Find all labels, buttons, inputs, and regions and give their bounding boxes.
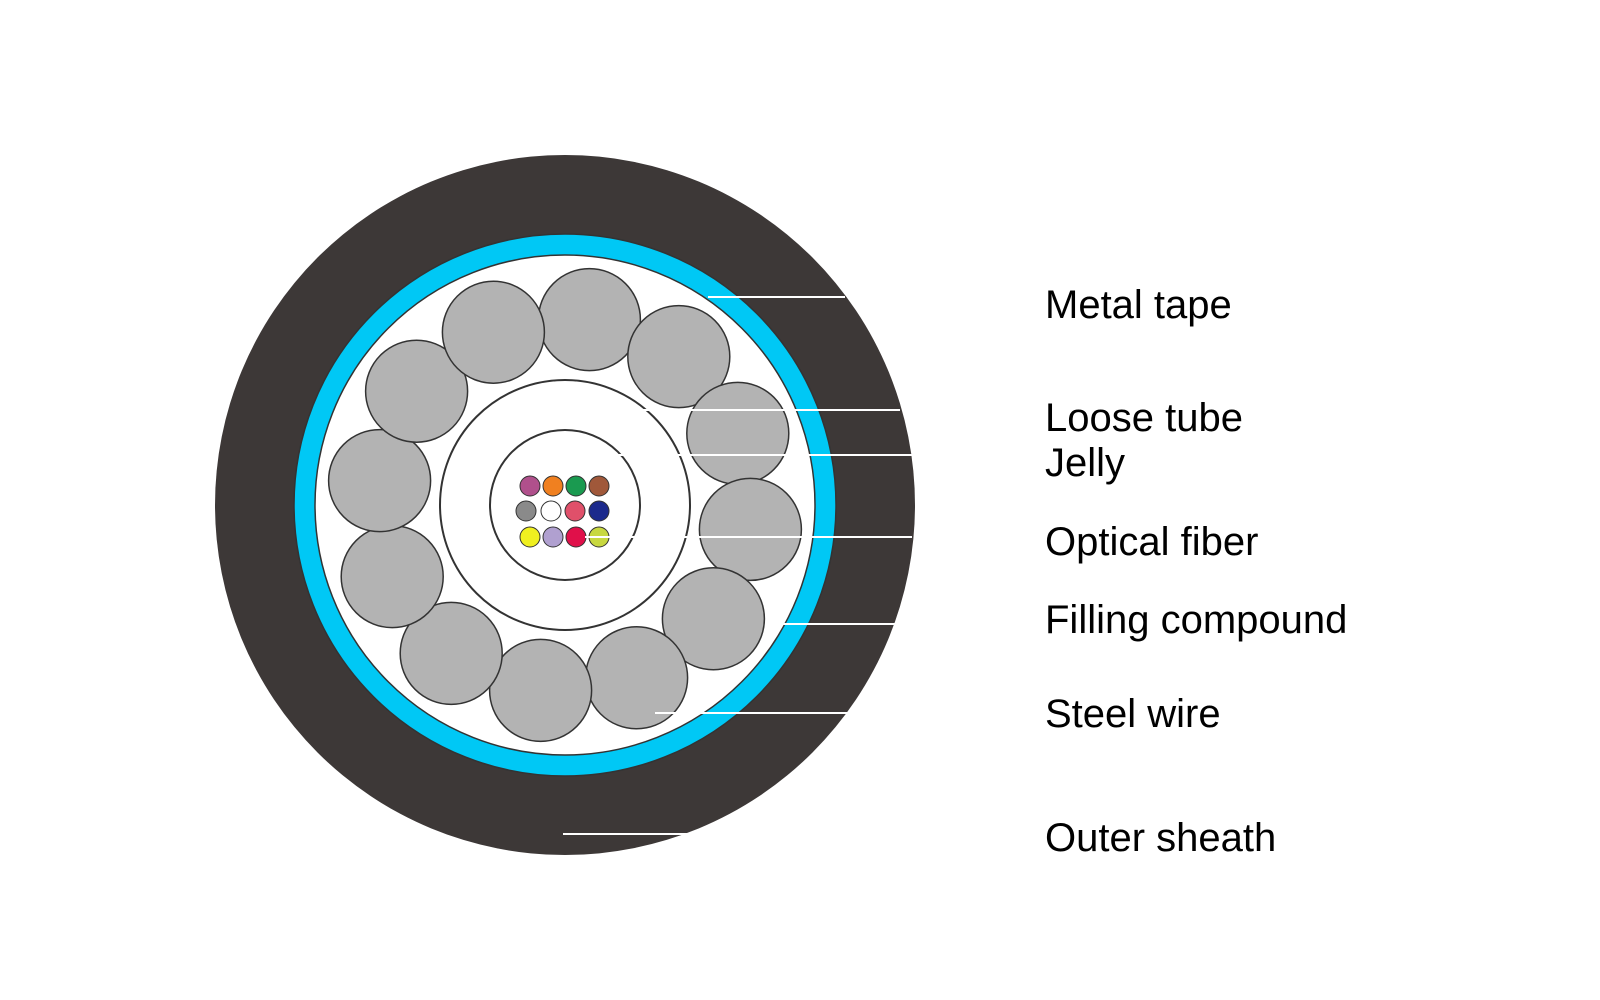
label-jelly: Jelly <box>1045 441 1126 485</box>
optical-fiber <box>588 475 610 497</box>
steel-wire <box>441 280 546 384</box>
optical-fiber <box>564 500 586 522</box>
optical-fiber <box>515 500 537 522</box>
label-optical-fiber: Optical fiber <box>1045 520 1259 564</box>
steel-wire <box>399 601 503 706</box>
steel-wire <box>698 477 803 582</box>
optical-fiber <box>588 500 610 522</box>
steel-wire <box>327 428 432 533</box>
steel-wire <box>686 381 790 486</box>
optical-fiber <box>519 526 541 548</box>
steel-wire <box>488 638 593 743</box>
optical-fiber <box>542 526 564 548</box>
leader-lines <box>563 296 1010 835</box>
steel-wire <box>627 304 731 409</box>
steel-wire <box>340 524 444 629</box>
steel-wire <box>537 267 642 372</box>
steel-wire <box>364 339 469 443</box>
optical-fiber <box>519 475 541 497</box>
optical-fiber <box>565 475 587 497</box>
label-metal-tape: Metal tape <box>1045 283 1232 327</box>
optical-fiber <box>540 500 562 522</box>
jelly <box>489 429 641 581</box>
label-loose-tube: Loose tube <box>1045 396 1243 440</box>
optical-fiber <box>542 475 564 497</box>
steel-wire <box>661 567 766 671</box>
label-outer-sheath: Outer sheath <box>1045 816 1277 860</box>
optical-fiber <box>565 526 587 548</box>
label-filling-compound: Filling compound <box>1045 598 1348 642</box>
steel-wires <box>327 267 803 743</box>
optical-fibers <box>515 475 610 548</box>
label-steel-wire: Steel wire <box>1045 692 1221 736</box>
